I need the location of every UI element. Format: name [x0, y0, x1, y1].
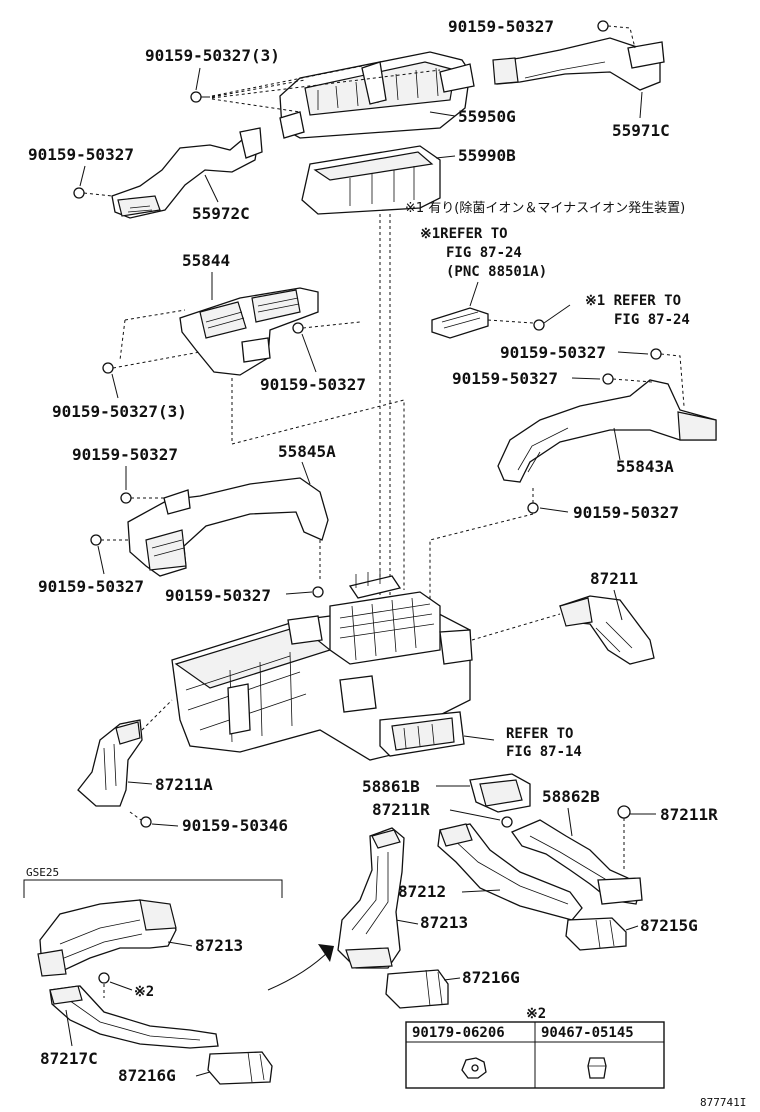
fastener-table: 90179-06206 90467-05145	[405, 1021, 665, 1089]
label-55843A: 55843A	[616, 457, 674, 476]
arrow-head	[318, 944, 334, 962]
part-87217C	[49, 985, 219, 1049]
label-90159-50327-3-mid: 90159-50327(3)	[52, 402, 187, 421]
part-55950G	[279, 51, 475, 139]
part-87216G-mid	[385, 969, 449, 1009]
screw-90159-l1	[120, 492, 165, 504]
refer-1-line-3: (PNC 88501A)	[446, 264, 547, 280]
table-header-90467-05145: 90467-05145	[541, 1025, 634, 1041]
clip-icon	[587, 1057, 607, 1079]
part-87213-gse25	[37, 899, 177, 977]
part-87216G-gse25	[207, 1051, 273, 1085]
label-87216G-gse25: 87216G	[118, 1066, 176, 1085]
part-55843A	[497, 379, 717, 483]
label-55972C: 55972C	[192, 204, 250, 223]
gse25-bracket	[23, 879, 283, 898]
label-58861B: 58861B	[362, 777, 420, 796]
part-87212	[437, 823, 583, 921]
clip-87211R-b	[617, 805, 631, 870]
part-55990B	[301, 145, 441, 215]
label-87211A: 87211A	[155, 775, 213, 794]
label-90159-50327-r2: 90159-50327	[452, 369, 558, 388]
label-87217C: 87217C	[40, 1049, 98, 1068]
part-heater-unit	[171, 570, 473, 761]
part-55845A	[127, 477, 329, 577]
label-87216G-mid: 87216G	[462, 968, 520, 987]
part-87213-vertical	[337, 827, 405, 969]
label-87211R-a: 87211R	[372, 800, 430, 819]
part-87211	[559, 595, 655, 665]
diagram-code: 877741I	[700, 1096, 746, 1109]
label-55990B: 55990B	[458, 146, 516, 165]
label-90159-50327-r3: 90159-50327	[573, 503, 679, 522]
refer-2-line-2: FIG 87-24	[614, 312, 690, 328]
label-87213-mid: 87213	[420, 913, 468, 932]
label-table-mark-2: ※2	[526, 1006, 546, 1022]
label-mark-2: ※2	[134, 984, 154, 1000]
label-gse25: GSE25	[26, 866, 59, 879]
clip-87211R-a	[501, 816, 513, 828]
label-55845A: 55845A	[278, 442, 336, 461]
label-87213-gse25: 87213	[195, 936, 243, 955]
screw-90159-mid	[292, 321, 361, 334]
label-90159-50327-left-top: 90159-50327	[28, 145, 134, 164]
screw-90159-50346	[129, 811, 152, 828]
part-58861B	[469, 773, 531, 813]
note-1-japanese: ※1 有り(除菌イオン＆マイナスイオン発生装置)	[405, 201, 685, 216]
screw-90159-l2	[90, 534, 130, 546]
refer-2-line-1: ※1 REFER TO	[585, 293, 681, 309]
label-87215G: 87215G	[640, 916, 698, 935]
label-87211: 87211	[590, 569, 638, 588]
table-header-90179-06206: 90179-06206	[412, 1025, 505, 1041]
label-55950G: 55950G	[458, 107, 516, 126]
label-90159-50327-3-top: 90159-50327(3)	[145, 46, 280, 65]
screw-90159-l3	[312, 586, 324, 598]
label-90159-50327-l1: 90159-50327	[72, 445, 178, 464]
screw-90159-r1	[650, 348, 685, 407]
screw-90159-r3	[527, 486, 539, 514]
label-90159-50327-l3: 90159-50327	[165, 586, 271, 605]
part-87211A	[77, 719, 143, 807]
nut-icon	[461, 1057, 487, 1079]
refer-1-line-2: FIG 87-24	[446, 245, 522, 261]
label-90159-50327-top-right: 90159-50327	[448, 17, 554, 36]
part-ion-generator	[431, 307, 545, 339]
refer-1-line-1: ※1REFER TO	[420, 226, 508, 242]
clip-mark2	[98, 972, 110, 998]
refer-3-line-1: REFER TO	[506, 726, 573, 742]
label-55971C: 55971C	[612, 121, 670, 140]
part-55971C	[492, 37, 665, 91]
part-87215G	[565, 917, 627, 951]
label-87211R-b: 87211R	[660, 805, 718, 824]
part-55844	[179, 287, 319, 376]
screw-90159-3-mid	[102, 351, 201, 374]
screw-90159-r2	[602, 373, 653, 385]
refer-3-line-2: FIG 87-14	[506, 744, 582, 760]
label-55844: 55844	[182, 251, 230, 270]
screw-90159-3-top	[190, 91, 210, 103]
label-90159-50327-r1: 90159-50327	[500, 343, 606, 362]
arrow-indicator	[267, 949, 331, 991]
label-90159-50346: 90159-50346	[182, 816, 288, 835]
label-90159-50327-mid: 90159-50327	[260, 375, 366, 394]
screw-90159-left-top	[73, 187, 113, 199]
label-87212: 87212	[398, 882, 446, 901]
part-55972C	[111, 127, 263, 219]
label-58862B: 58862B	[542, 787, 600, 806]
screw-90159-top-right	[597, 20, 636, 49]
label-90159-50327-l2: 90159-50327	[38, 577, 144, 596]
part-58862B	[511, 819, 643, 905]
